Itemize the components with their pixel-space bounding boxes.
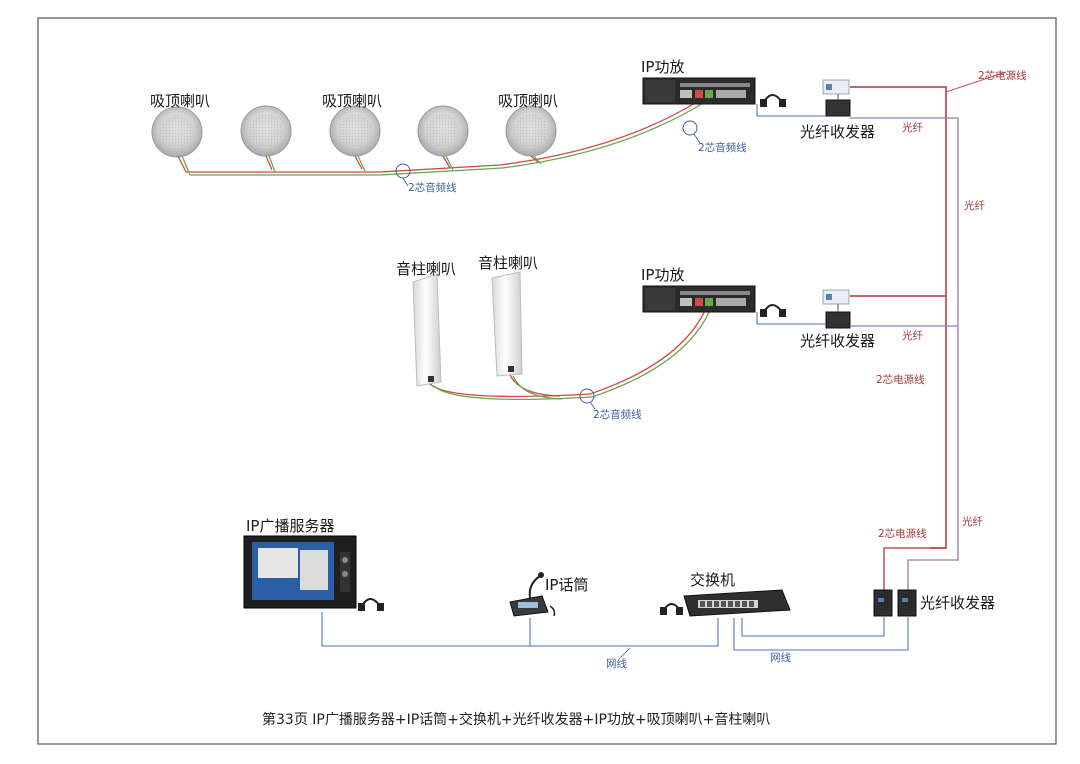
headphone-icon	[760, 304, 786, 317]
page-caption: 第33页 IP广播服务器+IP话筒+交换机+光纤收发器+IP功放+吸顶喇叭+音柱…	[262, 711, 770, 728]
wire-label-fiber: 光纤	[902, 121, 923, 134]
leader-line	[619, 647, 631, 659]
wire-label-power: 2芯电源线	[878, 527, 927, 540]
fiber-converter-top	[822, 79, 851, 117]
fiber-wire	[850, 117, 959, 590]
mic-label: IP话筒	[545, 576, 588, 594]
fiber-converter-label-bottom: 光纤收发器	[920, 594, 995, 612]
ip-microphone	[509, 572, 556, 617]
network-switch	[683, 589, 791, 617]
wire-marker	[579, 388, 595, 404]
ceiling-speaker-group	[151, 105, 557, 158]
ip-amplifier-label-mid: IP功放	[641, 266, 684, 284]
headphone-icon	[358, 598, 384, 611]
ceiling-speaker	[329, 105, 381, 157]
wire-label-power: 2芯电源线	[978, 69, 1027, 82]
switch-label: 交换机	[690, 571, 735, 589]
ceiling-speaker	[240, 105, 292, 157]
audio-wire-mid	[429, 290, 715, 401]
leader-line	[693, 133, 701, 144]
power-wire	[850, 86, 947, 549]
wire-label-network: 网线	[770, 651, 791, 664]
wire-marker	[682, 120, 698, 136]
fiber-converter-mid	[822, 289, 851, 329]
column-speaker	[491, 271, 523, 377]
ceiling-speaker-label-2: 吸顶喇叭	[322, 92, 382, 110]
server-label: IP广播服务器	[246, 517, 334, 535]
headphone-icon	[660, 603, 683, 615]
column-speaker	[412, 273, 442, 387]
ip-broadcast-server	[243, 535, 357, 609]
leader-line	[402, 177, 409, 187]
column-speaker-label-1: 音柱喇叭	[396, 260, 456, 278]
wire-label-audio: 2芯音频线	[593, 408, 642, 421]
wire-label-audio: 2芯音频线	[698, 141, 747, 154]
fiber-converter-bottom	[873, 589, 917, 617]
power-wire-return	[945, 71, 1007, 93]
ip-amplifier-top	[642, 77, 756, 105]
ceiling-speaker	[151, 106, 203, 158]
ip-amplifier-mid	[642, 285, 756, 313]
diagram-frame	[37, 17, 1057, 745]
wire-label-network: 网线	[606, 657, 627, 670]
network-wire	[321, 612, 909, 651]
network-wire-amp-mid	[756, 312, 826, 325]
ceiling-speaker	[417, 105, 469, 157]
ceiling-speaker-label-3: 吸顶喇叭	[498, 92, 558, 110]
ip-amplifier-label-top: IP功放	[641, 58, 684, 76]
fiber-converter-label-mid: 光纤收发器	[800, 332, 875, 350]
wire-label-power: 2芯电源线	[876, 373, 925, 386]
wire-label-fiber: 光纤	[902, 329, 923, 342]
ceiling-speaker	[505, 105, 557, 157]
network-wire-amp-top	[756, 104, 826, 117]
ceiling-speaker-label-1: 吸顶喇叭	[150, 92, 210, 110]
wire-label-fiber: 光纤	[964, 199, 985, 212]
headphone-icon	[760, 94, 786, 107]
wire-label-audio: 2芯音频线	[408, 181, 457, 194]
column-speaker-label-2: 音柱喇叭	[478, 254, 538, 272]
fiber-converter-label-top: 光纤收发器	[800, 123, 875, 141]
leader-line	[589, 401, 596, 410]
wire-label-fiber: 光纤	[962, 515, 983, 528]
audio-wire-top	[177, 92, 706, 176]
